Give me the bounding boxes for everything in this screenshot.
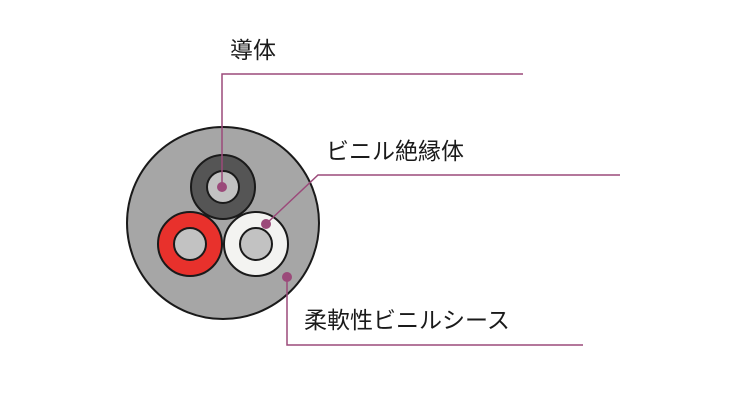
label-insulation: ビニル絶縁体 <box>326 139 464 165</box>
leader-line-insulation <box>265 174 620 225</box>
leader-dot-insulation <box>261 219 271 229</box>
leader-line-conductor <box>221 73 523 187</box>
leader-dot-sheath <box>282 272 292 282</box>
conductor-red-core <box>173 227 207 261</box>
leader-line-sheath <box>286 277 583 346</box>
label-sheath: 柔軟性ビニルシース <box>304 308 510 334</box>
conductor-white-core <box>239 227 273 261</box>
label-conductor: 導体 <box>230 38 276 64</box>
leader-dot-conductor <box>217 182 227 192</box>
